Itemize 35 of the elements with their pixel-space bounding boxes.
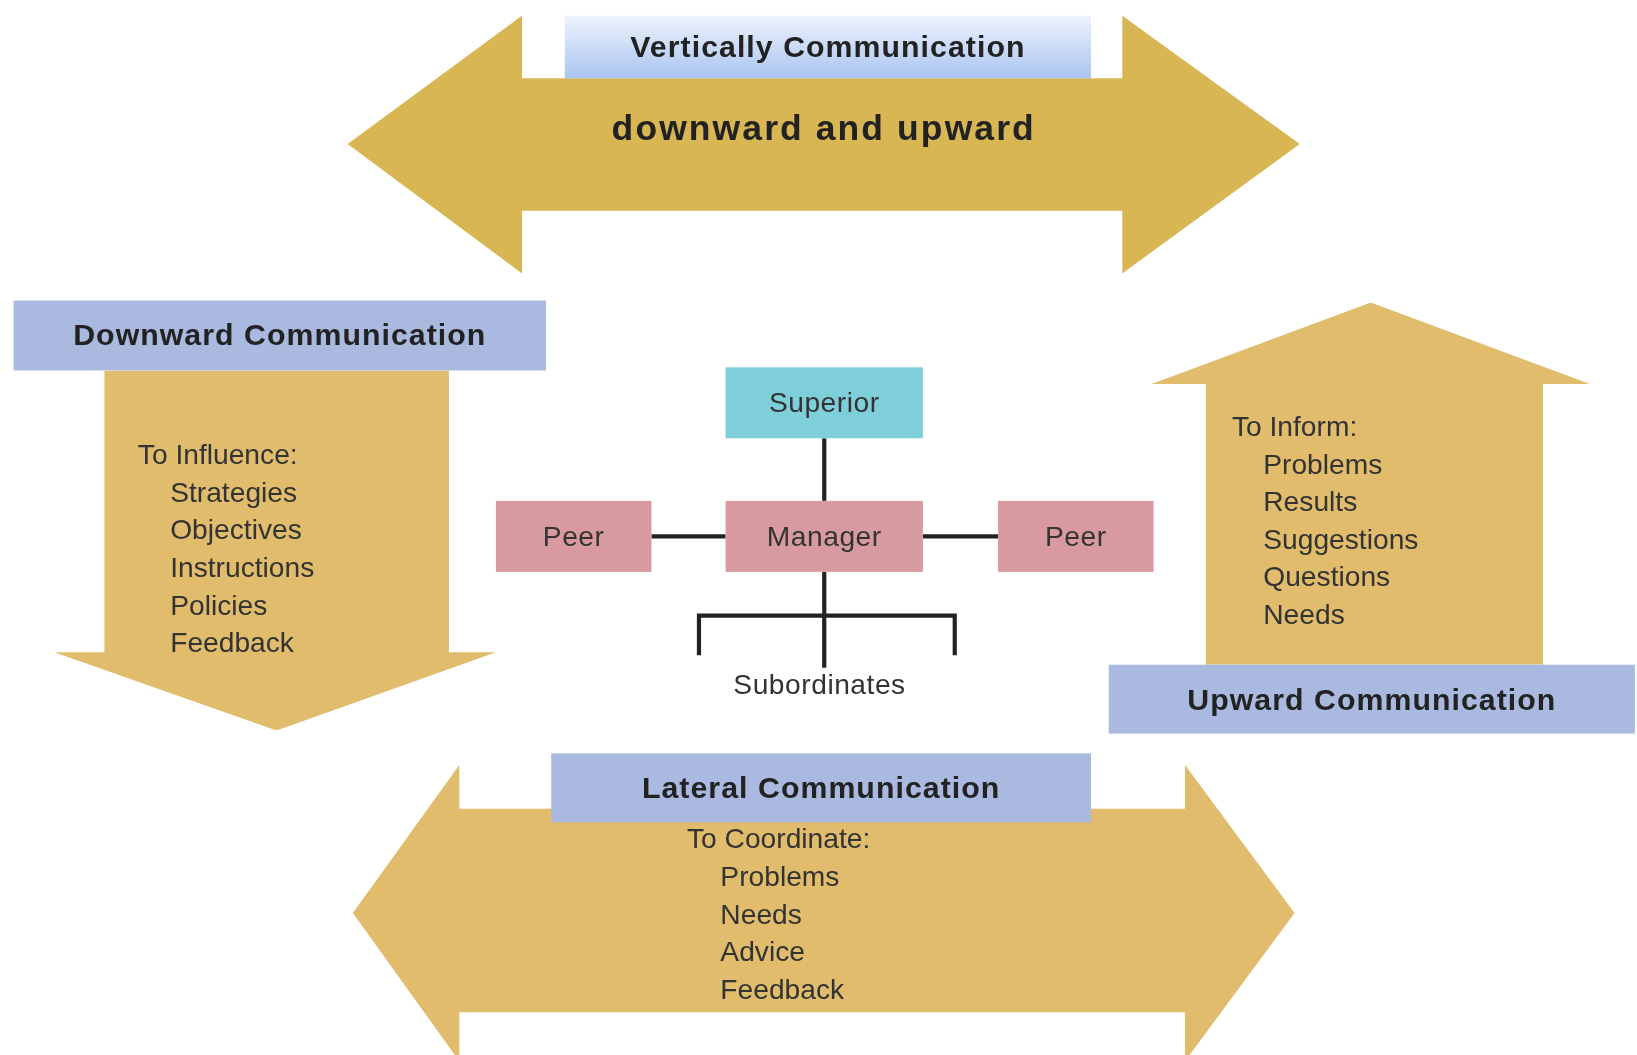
header-label: Lateral Communication bbox=[551, 753, 1091, 823]
header-label: Upward Communication bbox=[1108, 664, 1635, 734]
text-heading: To Influence: bbox=[137, 439, 298, 472]
list-item: Policies bbox=[170, 589, 268, 622]
list-item: Problems bbox=[720, 860, 840, 894]
list-item: Feedback bbox=[170, 627, 294, 660]
role-label: Subordinates bbox=[683, 667, 956, 702]
list-item: Questions bbox=[1263, 561, 1391, 594]
connector-line bbox=[651, 534, 726, 539]
role-box: Peer bbox=[495, 500, 652, 572]
connector-line bbox=[822, 438, 827, 501]
tree-connector bbox=[696, 569, 957, 670]
header-label: Vertically Communication bbox=[564, 15, 1091, 79]
list-item: Results bbox=[1263, 486, 1358, 519]
list-item: Instructions bbox=[170, 552, 315, 585]
list-item: Suggestions bbox=[1263, 523, 1419, 557]
role-box: Manager bbox=[725, 500, 923, 572]
direction-banner bbox=[1151, 302, 1591, 665]
text-heading: To Coordinate: bbox=[686, 823, 871, 856]
role-box: Peer bbox=[998, 500, 1154, 572]
list-item: Strategies bbox=[170, 476, 298, 510]
arrow-label: downward and upward bbox=[610, 107, 1037, 149]
connector-line bbox=[922, 534, 999, 539]
list-item: Needs bbox=[1263, 599, 1345, 632]
direction-banner bbox=[352, 764, 1295, 1055]
list-item: Problems bbox=[1263, 448, 1383, 482]
direction-banner bbox=[54, 370, 496, 731]
list-item: Needs bbox=[720, 898, 802, 931]
header-label: Downward Communication bbox=[13, 300, 546, 371]
list-item: Objectives bbox=[170, 514, 302, 547]
direction-banner bbox=[347, 15, 1300, 274]
list-item: Advice bbox=[720, 936, 805, 969]
text-heading: To Inform: bbox=[1231, 411, 1358, 444]
role-box: Superior bbox=[725, 367, 923, 439]
list-item: Feedback bbox=[720, 973, 845, 1006]
